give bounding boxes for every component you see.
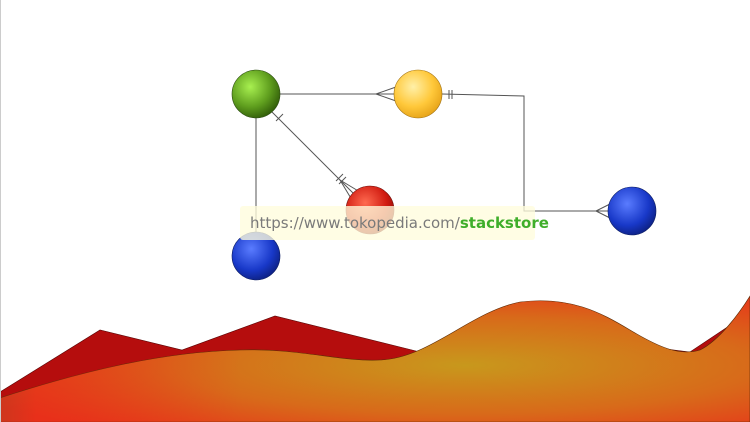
node-blue-2[interactable]: [607, 186, 657, 236]
url-store-name: stackstore: [459, 214, 549, 232]
url-text: https://www.tokopedia.com/stackstore: [250, 214, 549, 232]
crowfoot-blue2-b: [595, 210, 611, 219]
crowfoot-yellow-b: [375, 93, 397, 102]
hill-front-left-shade: [0, 350, 240, 422]
node-yellow[interactable]: [393, 69, 443, 119]
crowfoot-blue2-a: [595, 203, 611, 212]
connector-green-red: [271, 111, 356, 196]
crowfoot-yellow-a: [375, 86, 397, 95]
hills-decoration: [0, 295, 750, 422]
url-prefix: https://www.tokopedia.com/: [250, 214, 460, 232]
single-bar-green: [275, 113, 284, 122]
double-bar-red-1: [335, 173, 344, 182]
connector-yellow-right: [441, 93, 608, 212]
node-green[interactable]: [231, 69, 281, 119]
double-bar-red-2: [338, 176, 347, 185]
url-watermark-banner[interactable]: https://www.tokopedia.com/stackstore: [240, 206, 549, 240]
